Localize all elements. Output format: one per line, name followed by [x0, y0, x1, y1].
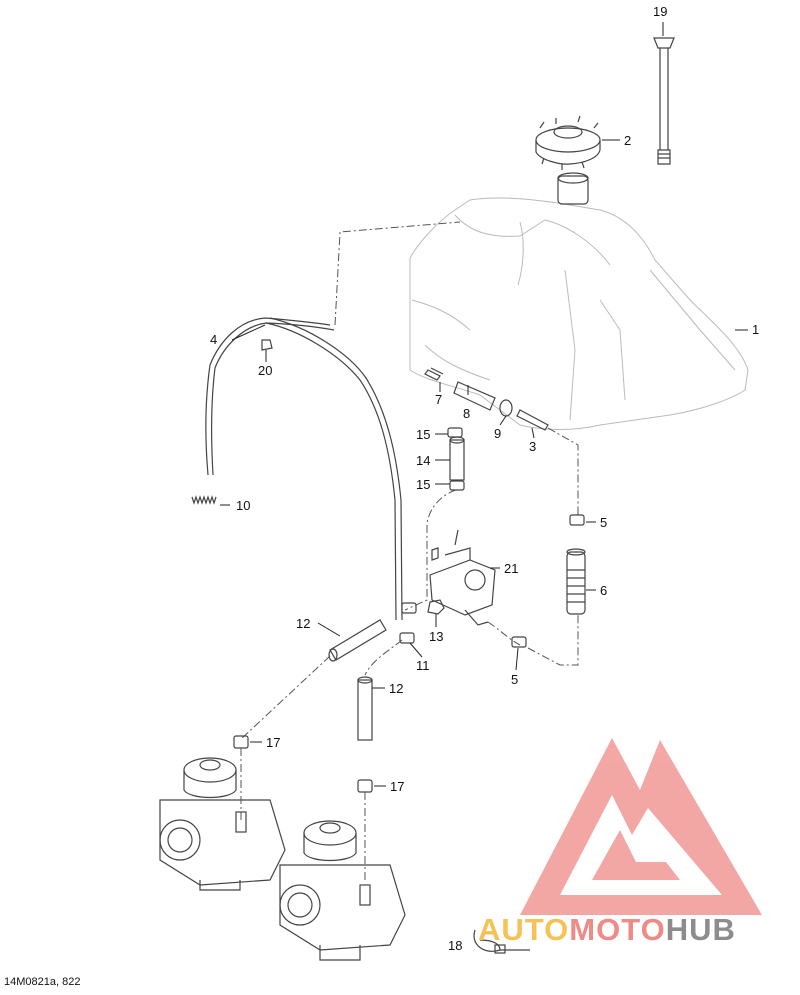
fuel-pump: [429, 529, 496, 626]
callout-11: 11: [416, 658, 430, 673]
callout-17-left: 17: [266, 735, 280, 750]
watermark-hub: HUB: [665, 912, 736, 947]
hose-12-right: [357, 676, 373, 741]
callout-8: 8: [463, 406, 470, 421]
clamp-15-lower: [449, 480, 465, 491]
clamp-17-left: [233, 735, 249, 749]
diagram-id: 14M0821a, 822: [4, 976, 81, 988]
hose-14: [449, 436, 465, 481]
watermark-moto: MOTO: [569, 912, 666, 947]
watermark-auto: AUTO: [478, 912, 570, 947]
callout-5-upper: 5: [600, 515, 607, 530]
callout-10: 10: [236, 498, 250, 513]
cable-tie-18: [473, 929, 530, 954]
outlet-fittings: [424, 367, 549, 431]
callout-4: 4: [210, 332, 217, 347]
callout-9: 9: [494, 426, 501, 441]
callout-18: 18: [448, 938, 462, 953]
clamp-5-lower: [511, 636, 527, 648]
callout-6: 6: [600, 583, 607, 598]
hose-12-left: [328, 619, 387, 662]
watermark-text: AUTOMOTOHUB: [478, 912, 736, 948]
callout-12-right: 12: [389, 681, 403, 696]
fuel-line-4: [205, 317, 403, 621]
carburetor-left: [159, 757, 286, 891]
callout-17-right: 17: [390, 779, 404, 794]
clamp-11-upper: [401, 602, 417, 614]
clamp-15-upper: [447, 427, 463, 438]
fuel-cap: [535, 115, 601, 170]
watermark-logo: [520, 738, 762, 915]
callout-3: 3: [529, 439, 536, 454]
callout-15-upper: 15: [416, 427, 430, 442]
callout-21: 21: [504, 561, 518, 576]
clamp-5-upper: [569, 514, 585, 526]
callout-14: 14: [416, 453, 430, 468]
spring-10: [191, 495, 217, 505]
fuel-tank: [409, 172, 749, 430]
hose-6: [566, 548, 586, 615]
callout-5-lower: 5: [511, 672, 518, 687]
callout-7: 7: [435, 392, 442, 407]
callout-12-left: 12: [296, 616, 310, 631]
callout-20: 20: [258, 363, 272, 378]
callout-13: 13: [429, 629, 443, 644]
carburetor-right: [279, 820, 406, 961]
clip-20: [261, 339, 273, 351]
callout-19: 19: [653, 4, 667, 19]
nut-13: [427, 599, 445, 615]
bolt: [653, 37, 675, 165]
callout-15-lower: 15: [416, 477, 430, 492]
clamp-17-right: [357, 779, 373, 793]
leader-lines: [220, 22, 748, 787]
callout-1: 1: [752, 322, 759, 337]
clamp-11-lower: [399, 632, 415, 644]
callout-2: 2: [624, 133, 631, 148]
